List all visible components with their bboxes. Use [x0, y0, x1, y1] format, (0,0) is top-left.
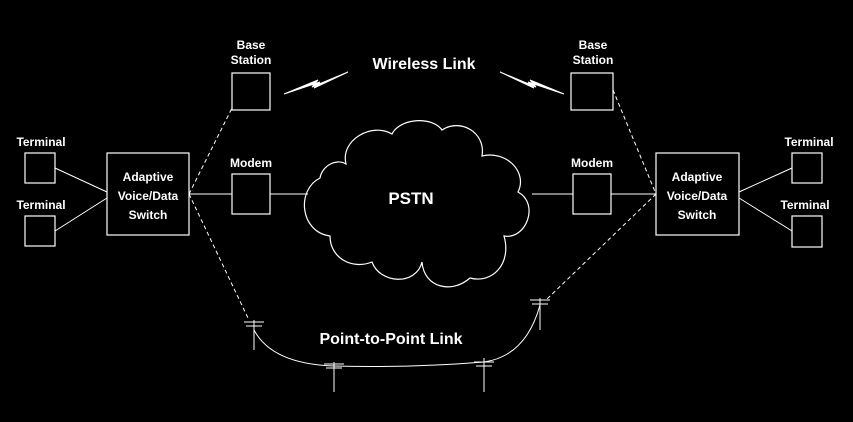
left-modem-box — [231, 173, 271, 215]
pole-2-icon — [324, 362, 344, 392]
right-terminal-bottom: Terminal — [780, 198, 830, 248]
left-base-station-box — [231, 72, 271, 111]
right-switch: Adaptive Voice/Data Switch — [655, 152, 740, 236]
right-switch-label-3: Switch — [678, 208, 717, 222]
right-base-station-label-1: Base — [579, 38, 608, 52]
point-to-point-cable — [253, 304, 541, 367]
left-switch: Adaptive Voice/Data Switch — [106, 152, 190, 236]
right-terminal-bottom-box — [791, 215, 823, 248]
left-terminal-top: Terminal — [16, 135, 66, 184]
left-terminal-top-box — [24, 152, 56, 184]
right-modem: Modem — [571, 156, 613, 215]
right-base-station: Base Station — [570, 38, 614, 111]
right-base-station-label-2: Station — [573, 53, 614, 67]
right-base-station-box — [570, 72, 614, 111]
left-switch-point-to-point-link — [188, 193, 249, 319]
pstn-label: PSTN — [388, 189, 433, 208]
point-to-point-link-label: Point-to-Point Link — [319, 331, 462, 348]
right-modem-box — [572, 173, 612, 215]
left-switch-label-2: Voice/Data — [118, 189, 179, 203]
left-base-station-label-2: Station — [231, 53, 272, 67]
left-terminal-top-label: Terminal — [16, 135, 65, 149]
left-terminal-bottom-box — [24, 215, 56, 247]
left-base-station-label-1: Base — [237, 38, 266, 52]
right-terminal-top-box — [791, 152, 823, 184]
pole-3-icon — [474, 358, 494, 392]
right-switch-label-2: Voice/Data — [667, 189, 728, 203]
right-terminal-top-link — [738, 167, 793, 193]
right-switch-label-1: Adaptive — [672, 170, 723, 184]
left-switch-label-3: Switch — [129, 208, 168, 222]
left-lightning-bolt-icon — [283, 71, 349, 95]
right-terminal-bottom-label: Terminal — [780, 198, 829, 212]
left-terminal-bottom: Terminal — [16, 198, 66, 247]
right-modem-label: Modem — [571, 156, 613, 170]
left-base-station: Base Station — [231, 38, 272, 111]
left-switch-base-station-link — [188, 107, 233, 195]
wireless-link-label: Wireless Link — [372, 56, 475, 73]
right-terminal-top: Terminal — [784, 135, 834, 184]
left-modem: Modem — [230, 156, 272, 215]
pstn-cloud-icon — [303, 120, 530, 288]
pole-1-icon — [244, 320, 264, 350]
right-switch-base-station-link — [612, 89, 657, 195]
right-lightning-bolt-icon — [499, 71, 565, 95]
right-switch-point-to-point-link — [545, 193, 657, 301]
left-terminal-top-link — [54, 167, 108, 193]
right-terminal-bottom-link — [738, 197, 793, 232]
right-terminal-top-label: Terminal — [784, 135, 833, 149]
pole-4-icon — [530, 298, 550, 330]
left-modem-label: Modem — [230, 156, 272, 170]
left-switch-label-1: Adaptive — [123, 170, 174, 184]
left-terminal-bottom-link — [54, 197, 108, 232]
left-terminal-bottom-label: Terminal — [16, 198, 65, 212]
